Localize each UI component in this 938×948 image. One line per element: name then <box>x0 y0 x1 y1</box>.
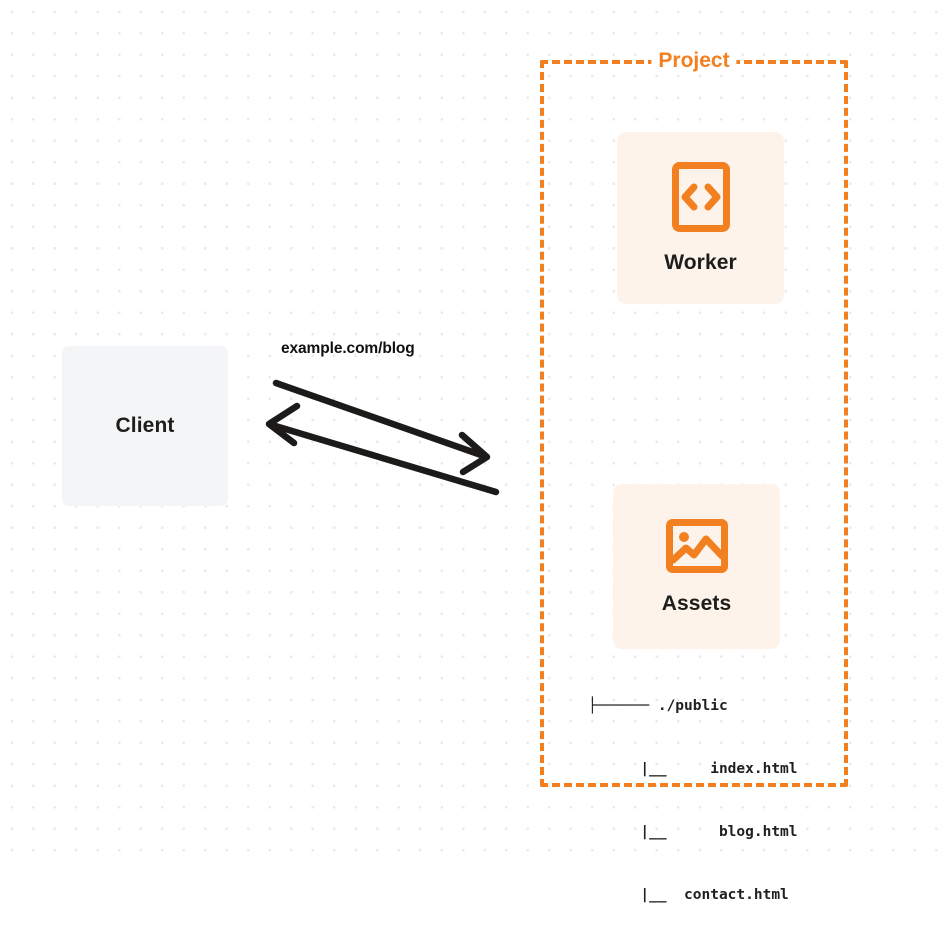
edge-label-url: example.com/blog <box>281 340 415 357</box>
node-worker-label: Worker <box>664 251 737 274</box>
edge-request-arrow <box>272 379 491 476</box>
group-project-title: Project <box>651 48 737 74</box>
node-assets[interactable]: Assets <box>613 484 780 649</box>
file-tree-line: |__ index.html <box>588 761 798 777</box>
file-tree-line: ├────── ./public <box>588 698 728 714</box>
file-tree-line: |__ blog.html <box>588 824 798 840</box>
node-client-label: Client <box>115 414 175 437</box>
edge-response-arrow <box>265 402 500 496</box>
node-client[interactable]: Client <box>62 346 228 506</box>
node-worker[interactable]: Worker <box>617 132 784 304</box>
group-project: Project Worker Assets ├────── ./public |… <box>540 48 848 903</box>
node-assets-label: Assets <box>661 591 732 615</box>
diagram-canvas: Client example.com/blog Project Worker <box>0 0 938 903</box>
file-tree-line: |__ contact.html <box>588 887 789 903</box>
assets-file-tree: ├────── ./public |__ index.html |__ blog… <box>588 654 838 948</box>
code-brackets-icon <box>671 162 730 232</box>
image-icon <box>665 518 728 573</box>
